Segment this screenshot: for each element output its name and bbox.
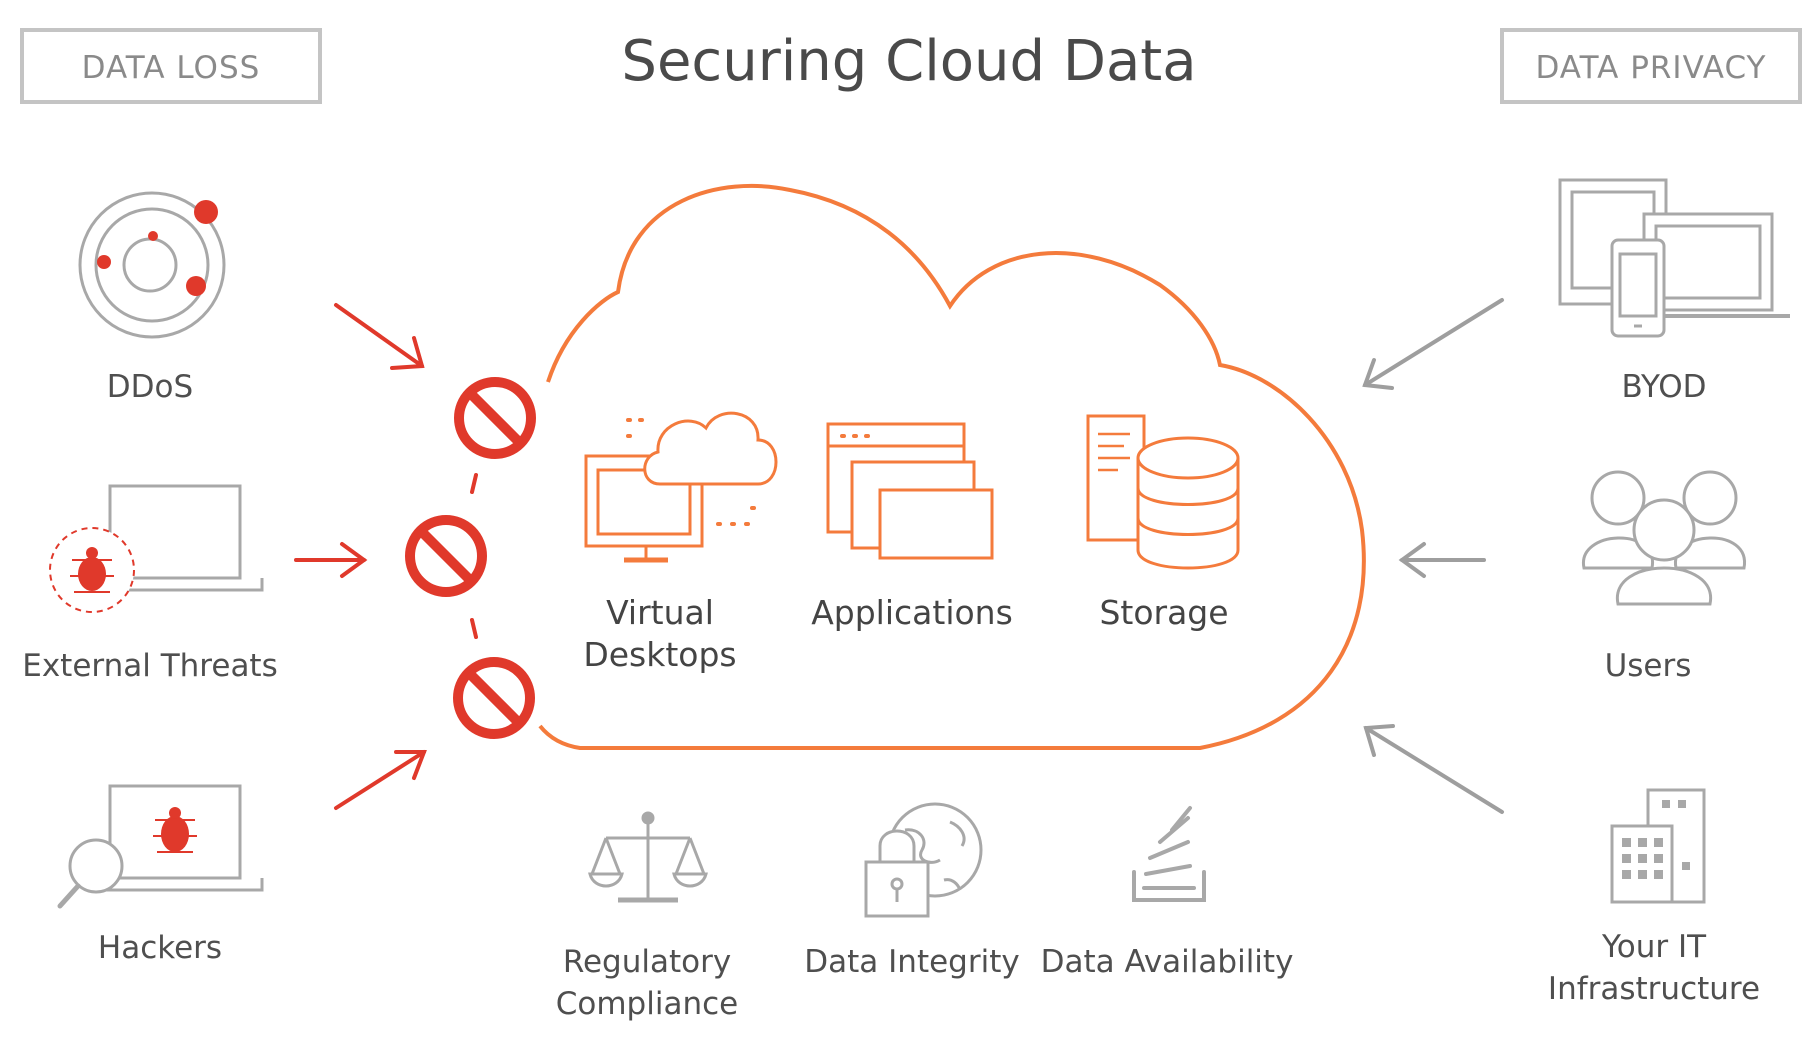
arrow-users [1398,542,1486,578]
building-icon [1610,788,1706,904]
privacy-label-users: Users [1605,648,1692,684]
threat-label-hackers: Hackers [98,930,222,966]
bottom-label-integrity: Data Integrity [804,944,1019,980]
virtual-desktop-icon [584,411,778,563]
scales-icon [588,811,708,903]
arrow-byod [1362,298,1504,390]
threat-arrows [294,303,427,810]
block-signs [405,377,536,739]
cloud-outline [538,183,1366,750]
privacy-label-infrastructure: Infrastructure [1548,971,1760,1007]
data-privacy-box: DATA PRIVACY [1500,28,1802,104]
bottom-label-regulatory: Regulatory [563,944,731,980]
bottom-label-availability: Data Availability [1041,944,1294,980]
privacy-label-byod: BYOD [1621,369,1706,405]
diagram-title: Securing Cloud Data [621,29,1196,94]
arrow-hackers [334,750,427,810]
arrow-ddos [334,303,425,370]
laptop-bug-icon [49,484,264,613]
laptop-magnifier-bug-icon [57,784,264,909]
users-group-icon [1582,470,1746,606]
block-sign-icon [454,377,536,459]
block-sign-connectors [470,473,478,639]
applications-windows-icon [826,422,994,560]
data-loss-label: DATA LOSS [82,50,261,86]
arrow-infrastructure [1363,724,1504,814]
block-sign-icon [453,657,535,739]
cloud-item-label-storage: Storage [1099,593,1228,632]
privacy-arrows [1362,298,1504,814]
ddos-target-icon [78,191,226,339]
devices-icon [1558,178,1790,338]
threat-label-ddos: DDoS [107,369,193,405]
cloud-item-label-desktops: Desktops [583,635,736,674]
threat-label-external: External Threats [22,648,278,684]
bottom-label-compliance: Compliance [556,986,738,1022]
cloud-item-label-virtual: Virtual [606,593,714,632]
cloud-item-label-applications: Applications [811,593,1013,632]
stack-tray-icon [1132,806,1206,902]
block-sign-icon [405,515,487,597]
privacy-label-your-it: Your IT [1601,929,1707,965]
data-loss-box: DATA LOSS [20,28,322,104]
lock-globe-icon [864,802,983,918]
database-storage-icon [1086,414,1240,570]
data-privacy-label: DATA PRIVACY [1535,50,1766,86]
arrow-external-threats [294,542,368,578]
